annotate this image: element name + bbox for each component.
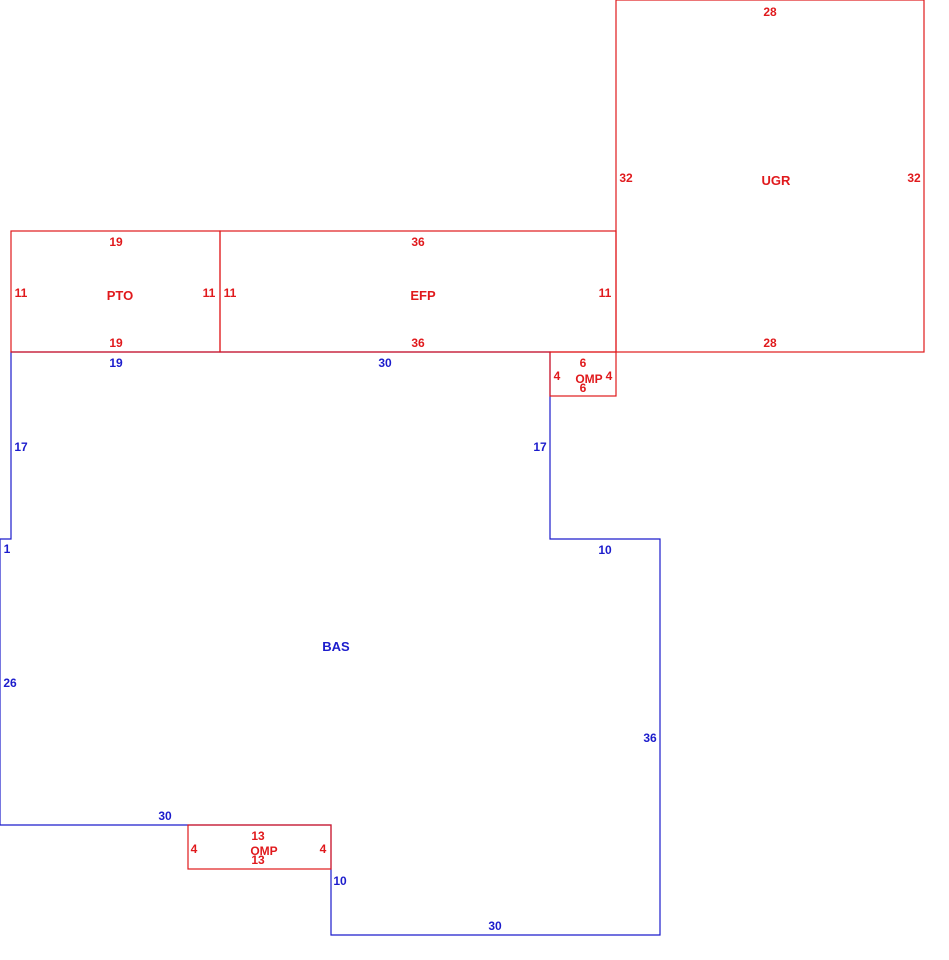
bas-step-right-dim: 10 [598,543,612,557]
pto-label: PTO [107,288,134,303]
bas-top-right-dim: 30 [378,356,392,370]
omp-upper-bottom-dim: 6 [580,381,587,395]
bas-inner-right-dim: 17 [533,440,547,454]
efp-right-dim: 11 [599,286,612,300]
omp-upper-right-dim: 4 [606,369,613,383]
pto-left-dim: 11 [15,286,28,300]
bas-bottom-left-dim: 30 [158,809,172,823]
bas-outline [0,351,661,936]
efp-label: EFP [410,288,436,303]
bas-left-upper-dim: 17 [14,440,28,454]
efp-bottom-dim: 36 [411,336,425,350]
ugr-bottom-dim: 28 [763,336,777,350]
omp-lower-top-dim: 13 [251,829,265,843]
omp-lower-outline [187,824,332,870]
bas-label: BAS [322,639,350,654]
omp-upper-left-dim: 4 [554,369,561,383]
bas-step-left-dim: 1 [4,542,11,556]
ugr-right-dim: 32 [907,171,921,185]
omp-lower-left-dim: 4 [191,842,198,856]
omp-upper-top-dim: 6 [580,356,587,370]
omp-lower-right-dim: 4 [320,842,327,856]
pto-right-dim: 11 [203,286,216,300]
ugr-top-dim: 28 [763,5,777,19]
efp-outline [219,230,617,353]
efp-top-dim: 36 [411,235,425,249]
omp-lower-bottom-dim: 13 [251,853,265,867]
pto-bottom-dim: 19 [109,336,123,350]
bas-bottom-dim: 30 [488,919,502,933]
bas-notch-dim: 10 [333,874,347,888]
omp-lower-label: OMP [250,844,277,858]
omp-upper-label: OMP [575,372,602,386]
ugr-left-dim: 32 [619,171,633,185]
ugr-label: UGR [762,173,792,188]
pto-top-dim: 19 [109,235,123,249]
efp-left-dim: 11 [224,286,237,300]
omp-upper-outline [549,351,617,397]
ugr-outline [615,0,925,353]
bas-right-dim: 36 [643,731,657,745]
bas-top-left-dim: 19 [109,356,123,370]
bas-left-lower-dim: 26 [3,676,17,690]
